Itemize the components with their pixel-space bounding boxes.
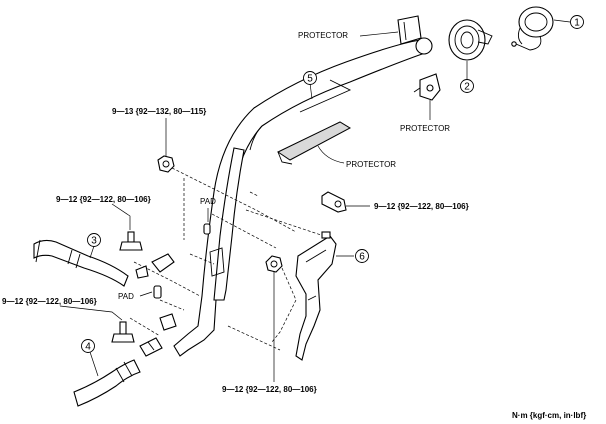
hose-clamps — [135, 253, 177, 357]
callout-5: 5 — [303, 71, 317, 85]
protector-mid-part — [276, 121, 352, 165]
filler-pipe-cover — [295, 231, 337, 361]
nut-top — [157, 155, 175, 173]
torque-right-label: 9—12 {92—122, 80—106} — [374, 202, 469, 211]
torque-bottom-label: 9—12 {92—122, 80—106} — [222, 385, 317, 394]
fuel-hose-3 — [33, 239, 129, 287]
callout-2: 2 — [460, 79, 474, 93]
bolt-left-lower — [111, 321, 135, 343]
pad-lower-label: PAD — [118, 292, 134, 301]
svg-text:3: 3 — [91, 236, 97, 247]
callout-4: 4 — [81, 339, 95, 353]
units-label: N·m {kgf·cm, in·lbf} — [512, 411, 586, 420]
pad-upper-part — [203, 223, 211, 235]
protector-right-label: PROTECTOR — [400, 124, 450, 133]
callout-1: 1 — [570, 15, 584, 29]
svg-text:1: 1 — [574, 18, 580, 29]
svg-text:4: 4 — [85, 342, 91, 353]
pad-upper-label: PAD — [200, 197, 216, 206]
pad-lower-leader — [139, 291, 153, 297]
torque-left-lower-label: 9—12 {92—122, 80—106} — [2, 297, 97, 306]
pad-lower-part — [153, 285, 162, 299]
alignment-lines — [129, 167, 325, 351]
callout-5-leader — [309, 82, 313, 100]
protector-top-part — [397, 15, 422, 45]
callout-3-leader — [89, 245, 95, 259]
nut-bottom — [265, 255, 283, 273]
torque-left-upper-label: 9—12 {92—122, 80—106} — [56, 195, 151, 204]
torque-left-lower-leader — [59, 305, 123, 321]
bolt-right — [321, 191, 347, 213]
svg-text:6: 6 — [359, 252, 365, 263]
callout-1-leader — [553, 19, 571, 23]
torque-top-label: 9—13 {92—132, 80—115} — [112, 107, 206, 116]
protector-top-leader — [359, 31, 399, 37]
torque-left-upper-leader — [111, 203, 131, 230]
svg-text:5: 5 — [307, 74, 313, 85]
callout-6: 6 — [355, 249, 369, 263]
protector-mid-leader — [317, 145, 345, 164]
svg-text:2: 2 — [464, 82, 470, 93]
protector-mid-label: PROTECTOR — [346, 160, 396, 169]
bolt-left-upper — [119, 231, 143, 251]
callout-3: 3 — [87, 233, 101, 247]
fuel-hose-4 — [73, 359, 141, 407]
protector-top-label: PROTECTOR — [298, 31, 348, 40]
protector-right-part — [413, 73, 441, 101]
fuel-cap — [511, 6, 554, 51]
filler-lid-ring — [448, 19, 493, 61]
callout-4-leader — [89, 351, 99, 377]
